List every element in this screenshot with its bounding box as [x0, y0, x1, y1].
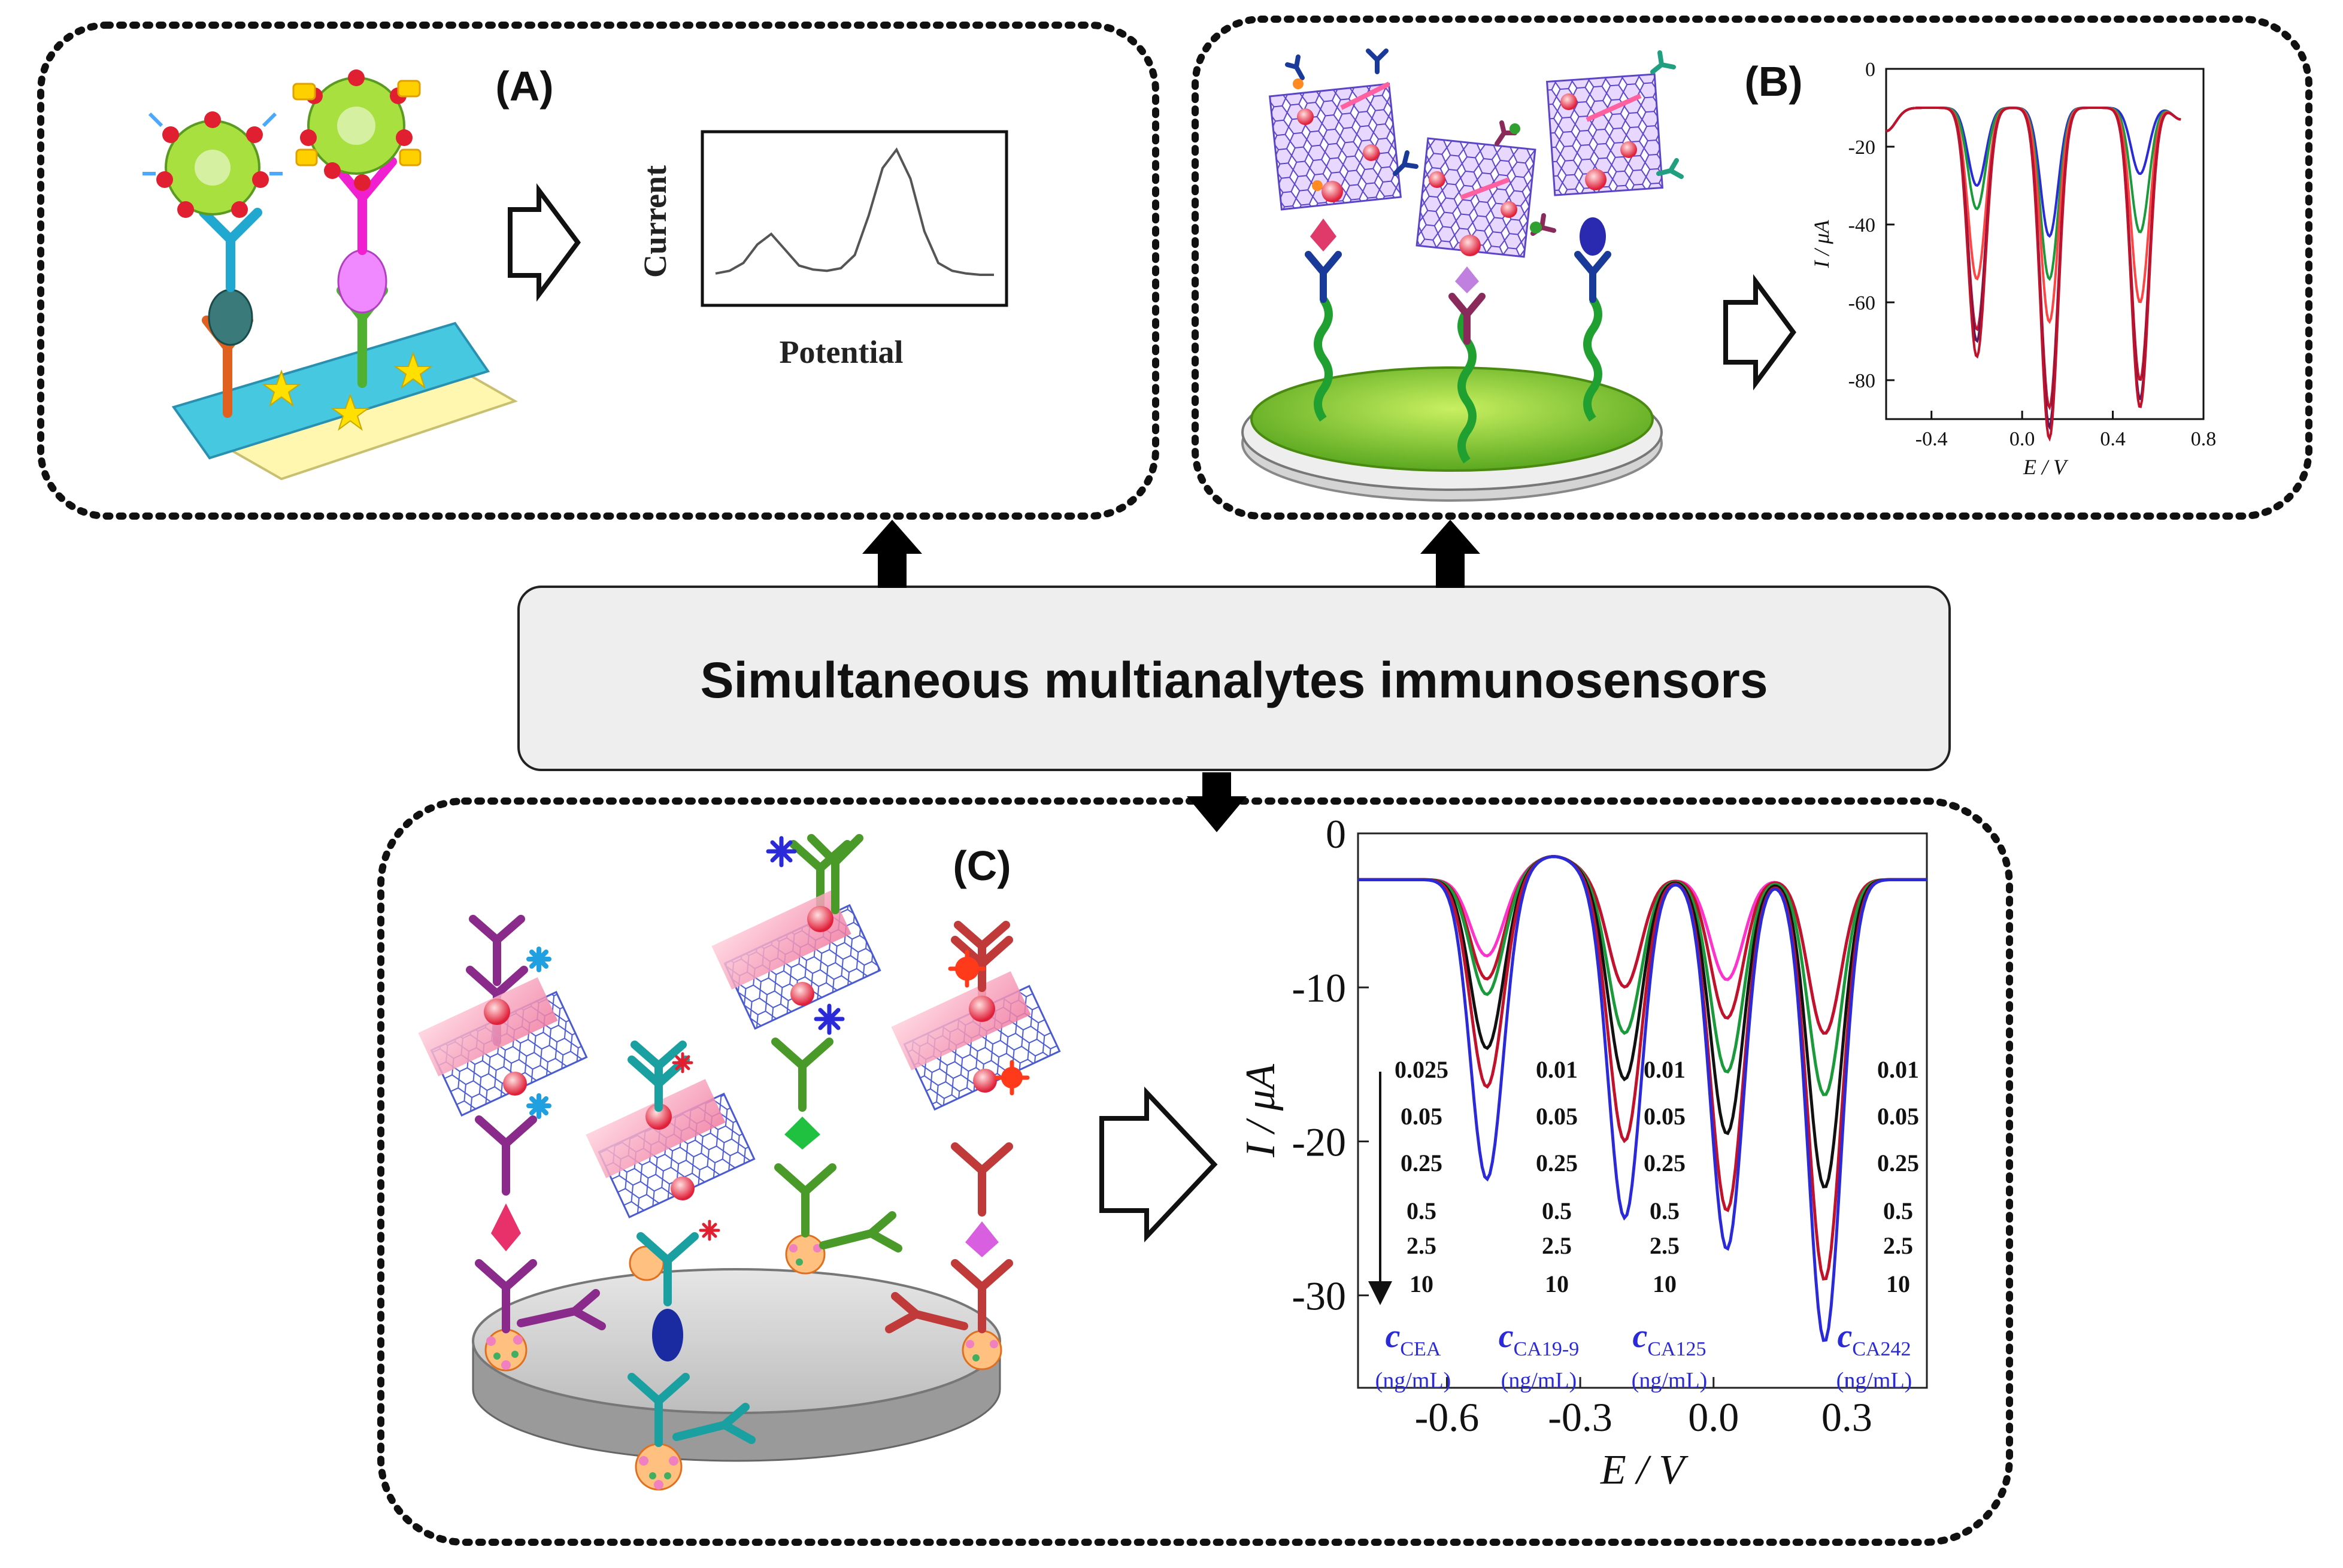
concentration-value: 0.5	[1407, 1197, 1436, 1224]
panel-b-xtick: 0.0	[2009, 428, 2035, 450]
concentration-value: 0.01	[1536, 1056, 1578, 1083]
concentration-value: 0.05	[1877, 1103, 1919, 1130]
analyte-label: cCA242	[1837, 1318, 1911, 1360]
panel-c-xtick: 0.0	[1688, 1394, 1739, 1440]
panel-a-curve	[715, 147, 994, 276]
concentration-value: 2.5	[1407, 1232, 1436, 1259]
arrow-to-panel-a	[862, 520, 922, 588]
analyte-unit: (ng/mL)	[1632, 1368, 1708, 1393]
concentration-value: 0.01	[1877, 1056, 1919, 1083]
concentration-value: 0.25	[1536, 1150, 1578, 1176]
panel-a-illustration	[143, 69, 518, 481]
panel-b-ytick: -40	[1848, 214, 1875, 236]
label-star-icon	[526, 836, 1030, 1241]
panel-b-ytick: 0	[1865, 59, 1875, 81]
panel-b-ytick: -20	[1848, 137, 1875, 159]
concentration-value: 0.25	[1877, 1150, 1919, 1176]
panel-b-xtick: 0.4	[2100, 428, 2126, 450]
panel-b-ylabel: I / μA	[1809, 219, 1833, 268]
panel-b-chart: 0 -20 -40 -60 -80 -0.4 0.0 0.4 0.8 I / μA E / V	[1809, 59, 2216, 479]
concentration-value: 2.5	[1542, 1232, 1572, 1259]
panel-c-xtick: -0.3	[1548, 1394, 1612, 1440]
panel-b-xtick: 0.8	[2191, 428, 2217, 450]
panel-c-annotations: 0.025 0.05 0.25 0.5 2.5 10 cCEA (ng/mL) 0.01 0.05…	[1368, 1056, 1919, 1393]
panel-b-label: (B)	[1744, 58, 1802, 105]
panel-c-label: (C)	[953, 842, 1011, 889]
analyte-label: cCEA	[1386, 1318, 1441, 1360]
analyte-label: cCA19-9	[1499, 1318, 1579, 1360]
hollow-arrow-a	[508, 183, 581, 302]
concentration-value: 0.05	[1401, 1103, 1442, 1130]
analyte-unit: (ng/mL)	[1375, 1368, 1451, 1393]
panel-c-ylabel: I / μA	[1238, 1064, 1284, 1158]
concentration-value: 2.5	[1650, 1232, 1680, 1259]
concentration-value: 10	[1886, 1270, 1910, 1297]
center-box	[517, 586, 1951, 771]
panel-c-series	[1358, 855, 1927, 1281]
concentration-value: 10	[1653, 1270, 1677, 1297]
panel-c-ytick: -10	[1292, 965, 1346, 1011]
panel-b-xtick: -0.4	[1915, 428, 1948, 450]
panel-c-illustration	[418, 834, 1061, 1491]
concentration-value: 0.5	[1542, 1197, 1572, 1224]
star-icon	[261, 351, 434, 431]
concentration-value: 0.01	[1644, 1056, 1686, 1083]
panel-a-plot: Current Potential	[637, 130, 1008, 370]
panel-b-frame	[1192, 16, 2312, 520]
hollow-arrow-b	[1723, 274, 1796, 391]
panel-b-series	[1886, 107, 2181, 442]
concentration-value: 0.25	[1644, 1150, 1686, 1176]
concentration-value: 10	[1545, 1270, 1569, 1297]
panel-c-xlabel: E / V	[1600, 1447, 1689, 1493]
concentration-value: 0.05	[1536, 1103, 1578, 1130]
panel-a-xlabel: Potential	[780, 334, 904, 370]
panel-c-series	[1358, 855, 1927, 1342]
arrow-to-panel-c	[1187, 772, 1247, 832]
analyte-unit: (ng/mL)	[1501, 1368, 1577, 1393]
concentration-value: 0.5	[1883, 1197, 1913, 1224]
concentration-value: 10	[1410, 1270, 1433, 1297]
panel-b-ytick: -60	[1848, 292, 1875, 314]
panel-b-illustration	[1241, 48, 1684, 502]
concentration-value: 2.5	[1883, 1232, 1913, 1259]
concentration-value: 0.25	[1401, 1150, 1442, 1176]
panel-c-xtick: -0.6	[1415, 1394, 1480, 1440]
center-title: Simultaneous multianalytes immunosensors	[700, 652, 1768, 708]
panel-c-series	[1358, 855, 1927, 1096]
panel-a-label: (A)	[495, 63, 553, 110]
panel-c-ytick: 0	[1326, 811, 1346, 857]
concentration-value: 0.025	[1395, 1056, 1448, 1083]
analyte-unit: (ng/mL)	[1836, 1368, 1912, 1393]
panel-a-ylabel: Current	[637, 165, 673, 278]
concentration-value: 0.5	[1650, 1197, 1680, 1224]
panel-c-ytick: -30	[1292, 1273, 1346, 1319]
panel-c-xtick: 0.3	[1821, 1394, 1872, 1440]
hollow-arrow-c	[1099, 1086, 1218, 1243]
panel-b-ytick: -80	[1848, 370, 1875, 392]
panel-c-chart: 0 -10 -20 -30 -0.6 -0.3 0.0 0.3 I / μA E / V	[1238, 811, 1928, 1493]
panel-a-frame	[37, 22, 1159, 520]
analyte-label: cCA125	[1632, 1318, 1706, 1360]
concentration-value: 0.05	[1644, 1103, 1686, 1130]
panel-b-xlabel: E / V	[2023, 455, 2069, 479]
arrow-to-panel-b	[1420, 520, 1480, 588]
panel-c-ytick: -20	[1292, 1119, 1346, 1164]
